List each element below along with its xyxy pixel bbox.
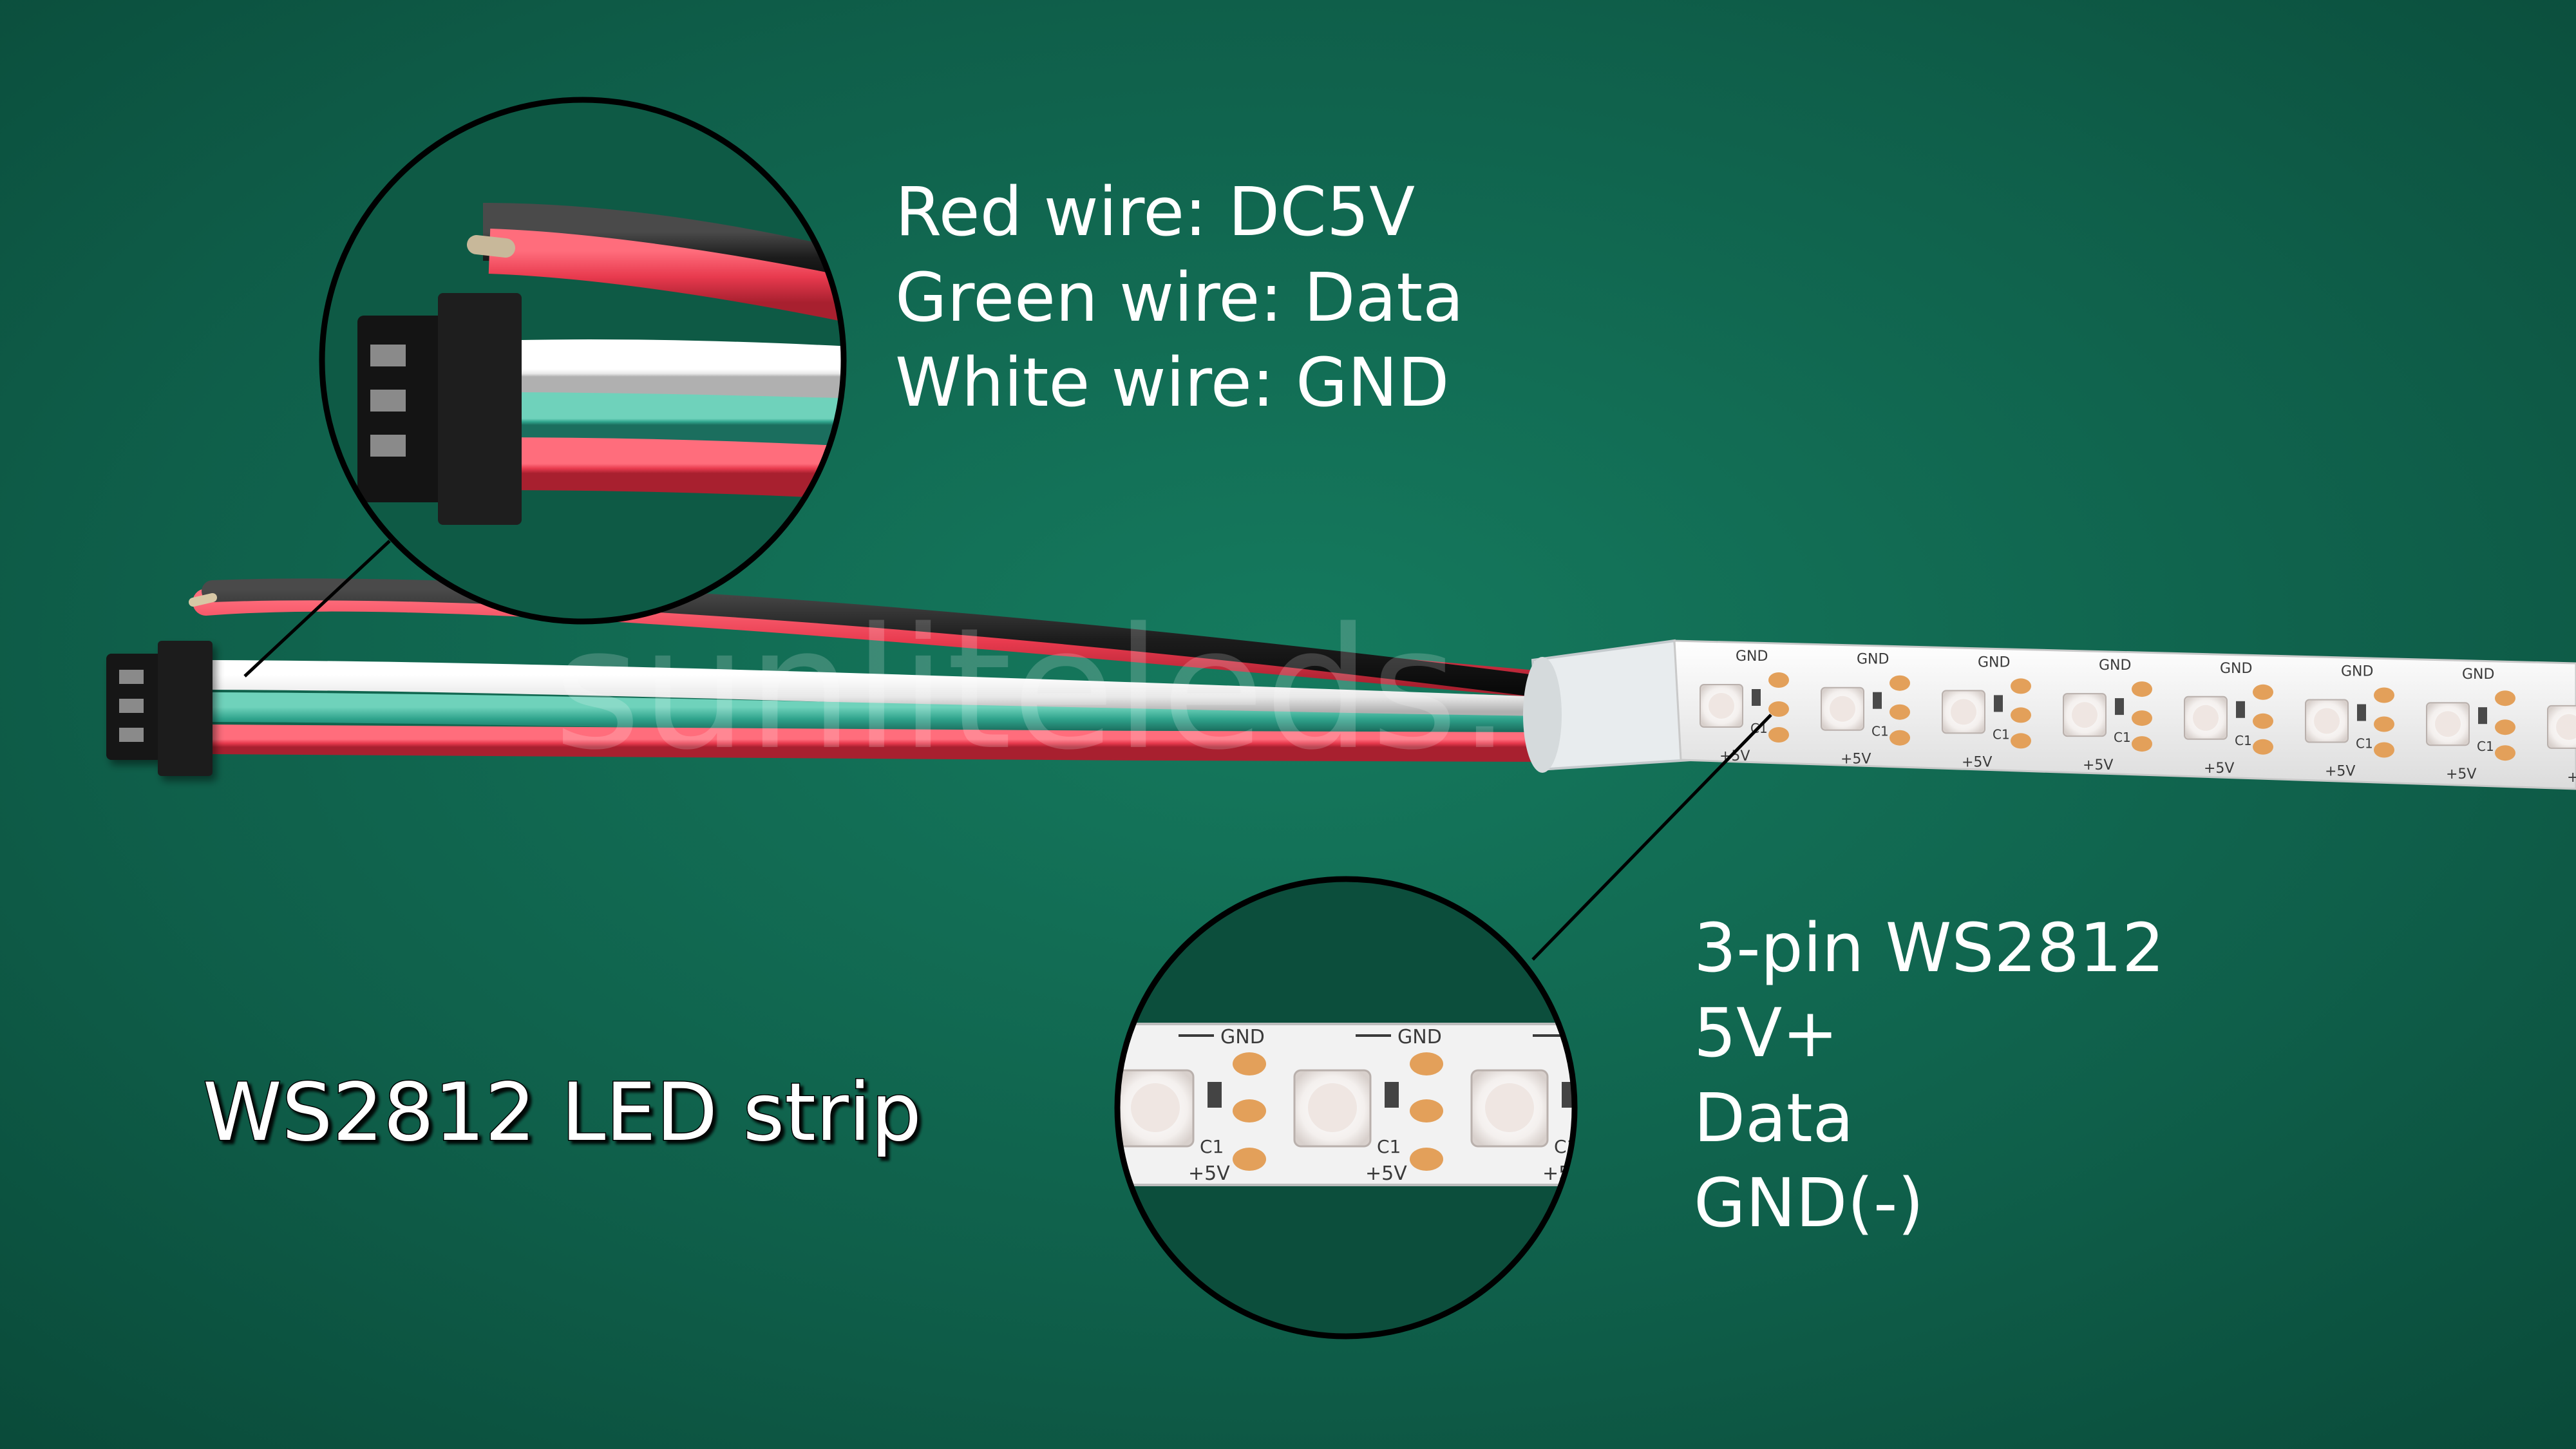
led-strip: GND+5VC1GND+5VC1GND+5VC1GND+5VC1GND+5VC1… — [1673, 639, 2576, 790]
silk-c1: C1 — [1993, 726, 2010, 742]
white-wire-label: White wire: GND — [895, 343, 1449, 422]
zoomed-led-chip: GND C1 +5V — [1117, 1026, 1266, 1185]
silk-c1: C1 — [2235, 733, 2252, 748]
silk-5v: +5V — [2567, 770, 2576, 786]
silk-c1: C1 — [1871, 724, 1889, 739]
silk-5v: +5V — [2325, 764, 2355, 780]
silk-gnd: GND — [1978, 654, 2010, 670]
silk-c1: C1 — [2114, 730, 2131, 745]
pin-legend: 3-pin WS2812 5V+ Data GND(-) — [1694, 909, 2164, 1242]
strip-title: WS2812 LED strip — [203, 1066, 922, 1159]
silk-5v: +5V — [2204, 761, 2234, 777]
silk-gnd: GND — [1397, 1026, 1442, 1048]
silk-gnd: GND — [2220, 661, 2252, 677]
silk-5v: +5V — [1962, 754, 1992, 770]
heat-shrink-end — [1523, 657, 1562, 773]
silk-5v: +5V — [1365, 1162, 1407, 1185]
silk-5v: +5V — [1188, 1162, 1230, 1185]
silk-c1: C1 — [1377, 1136, 1401, 1157]
strip-pointer-line — [1531, 714, 1772, 961]
silk-gnd: GND — [1220, 1026, 1265, 1048]
wire-zoom-inset — [322, 100, 844, 621]
strip-zoom-frame — [1114, 876, 1578, 1340]
silk-c1: C1 — [2356, 736, 2373, 752]
silk-gnd: GND — [2099, 658, 2131, 674]
silk-5v: +5V — [2083, 757, 2113, 773]
wire-zoom-frame — [319, 97, 847, 625]
pin-legend-title: 3-pin WS2812 — [1694, 909, 2164, 987]
red-wire-lower — [198, 724, 1560, 762]
silk-gnd: GND — [2462, 667, 2494, 683]
silk-gnd: GND — [1736, 649, 1768, 665]
silk-gnd: GND — [1857, 652, 1889, 668]
watermark: sunliteleds. — [554, 592, 1511, 787]
silk-5v: +5V — [2446, 766, 2476, 782]
silk-c1: C1 — [2477, 739, 2494, 754]
white-wire — [198, 660, 1560, 726]
silk-5v: +5V — [1841, 752, 1871, 768]
green-wire — [198, 692, 1560, 746]
red-wire-label: Red wire: DC5V — [895, 173, 1415, 251]
wire-legend: Red wire: DC5V Green wire: Data White wi… — [895, 173, 1464, 422]
wire-tip — [189, 593, 217, 607]
led-chip-row: GND+5VC1GND+5VC1GND+5VC1GND+5VC1GND+5VC1… — [1700, 649, 2576, 786]
green-wire-label: Green wire: Data — [895, 258, 1464, 337]
pin-gnd-label: GND(-) — [1694, 1164, 1924, 1242]
silk-gnd: GND — [2341, 664, 2373, 680]
wire-bundle — [189, 578, 1572, 762]
silk-c1: C1 — [1200, 1136, 1224, 1157]
zoomed-led-chip: GND C1 +5V — [1293, 1026, 1443, 1185]
pin-data-label: Data — [1694, 1079, 1853, 1157]
pin-5v-label: 5V+ — [1694, 994, 1838, 1072]
zoom-pointer-line — [243, 540, 391, 677]
black-wire — [202, 578, 1569, 700]
three-pin-connector — [106, 641, 213, 776]
